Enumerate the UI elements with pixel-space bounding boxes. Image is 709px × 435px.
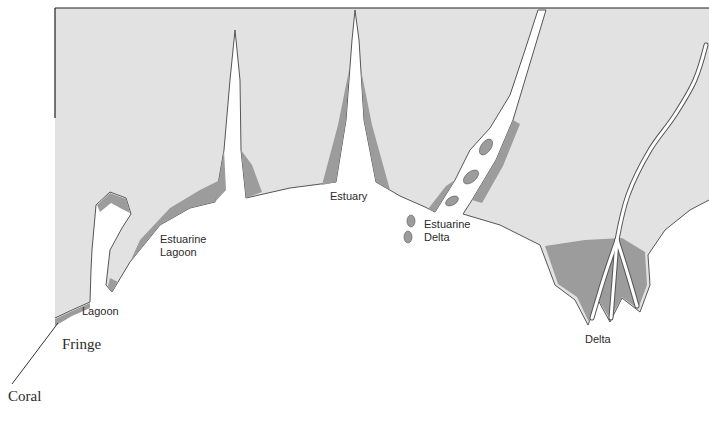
coastline: [55, 10, 709, 325]
land-area: [55, 8, 709, 325]
river-bank: [592, 240, 617, 318]
map-label: Estuarine Delta: [424, 218, 484, 243]
mangrove-patch: [361, 70, 390, 190]
mangrove-island: [477, 137, 496, 157]
mangrove-patch: [215, 150, 226, 202]
river-channel: [592, 240, 617, 318]
map-label: Lagoon: [82, 305, 119, 318]
mangrove-patch: [545, 238, 647, 322]
mangrove-patch: [241, 150, 262, 198]
mangrove-patch: [108, 278, 118, 292]
leader-line: [12, 323, 58, 384]
river-channel: [617, 240, 637, 306]
mangrove-island: [461, 167, 481, 186]
mangrove-patch: [97, 193, 130, 213]
mangrove-island: [444, 194, 460, 208]
frame-line: [55, 8, 709, 118]
map-label: Fringe: [62, 336, 101, 353]
mangrove-patch: [322, 70, 349, 185]
river-bank: [617, 45, 706, 240]
river-bank: [617, 240, 637, 306]
mangrove-island: [407, 215, 415, 227]
map-label: Coral: [8, 388, 41, 405]
mangrove-patch: [472, 120, 520, 203]
river-channel: [611, 240, 617, 318]
river-channel: [617, 45, 706, 240]
mangrove-patch: [428, 180, 455, 212]
mangrove-island: [404, 231, 412, 243]
map-label: Estuarine Lagoon: [160, 233, 222, 258]
map-label: Estuary: [330, 190, 367, 203]
map-label: Delta: [585, 333, 611, 346]
